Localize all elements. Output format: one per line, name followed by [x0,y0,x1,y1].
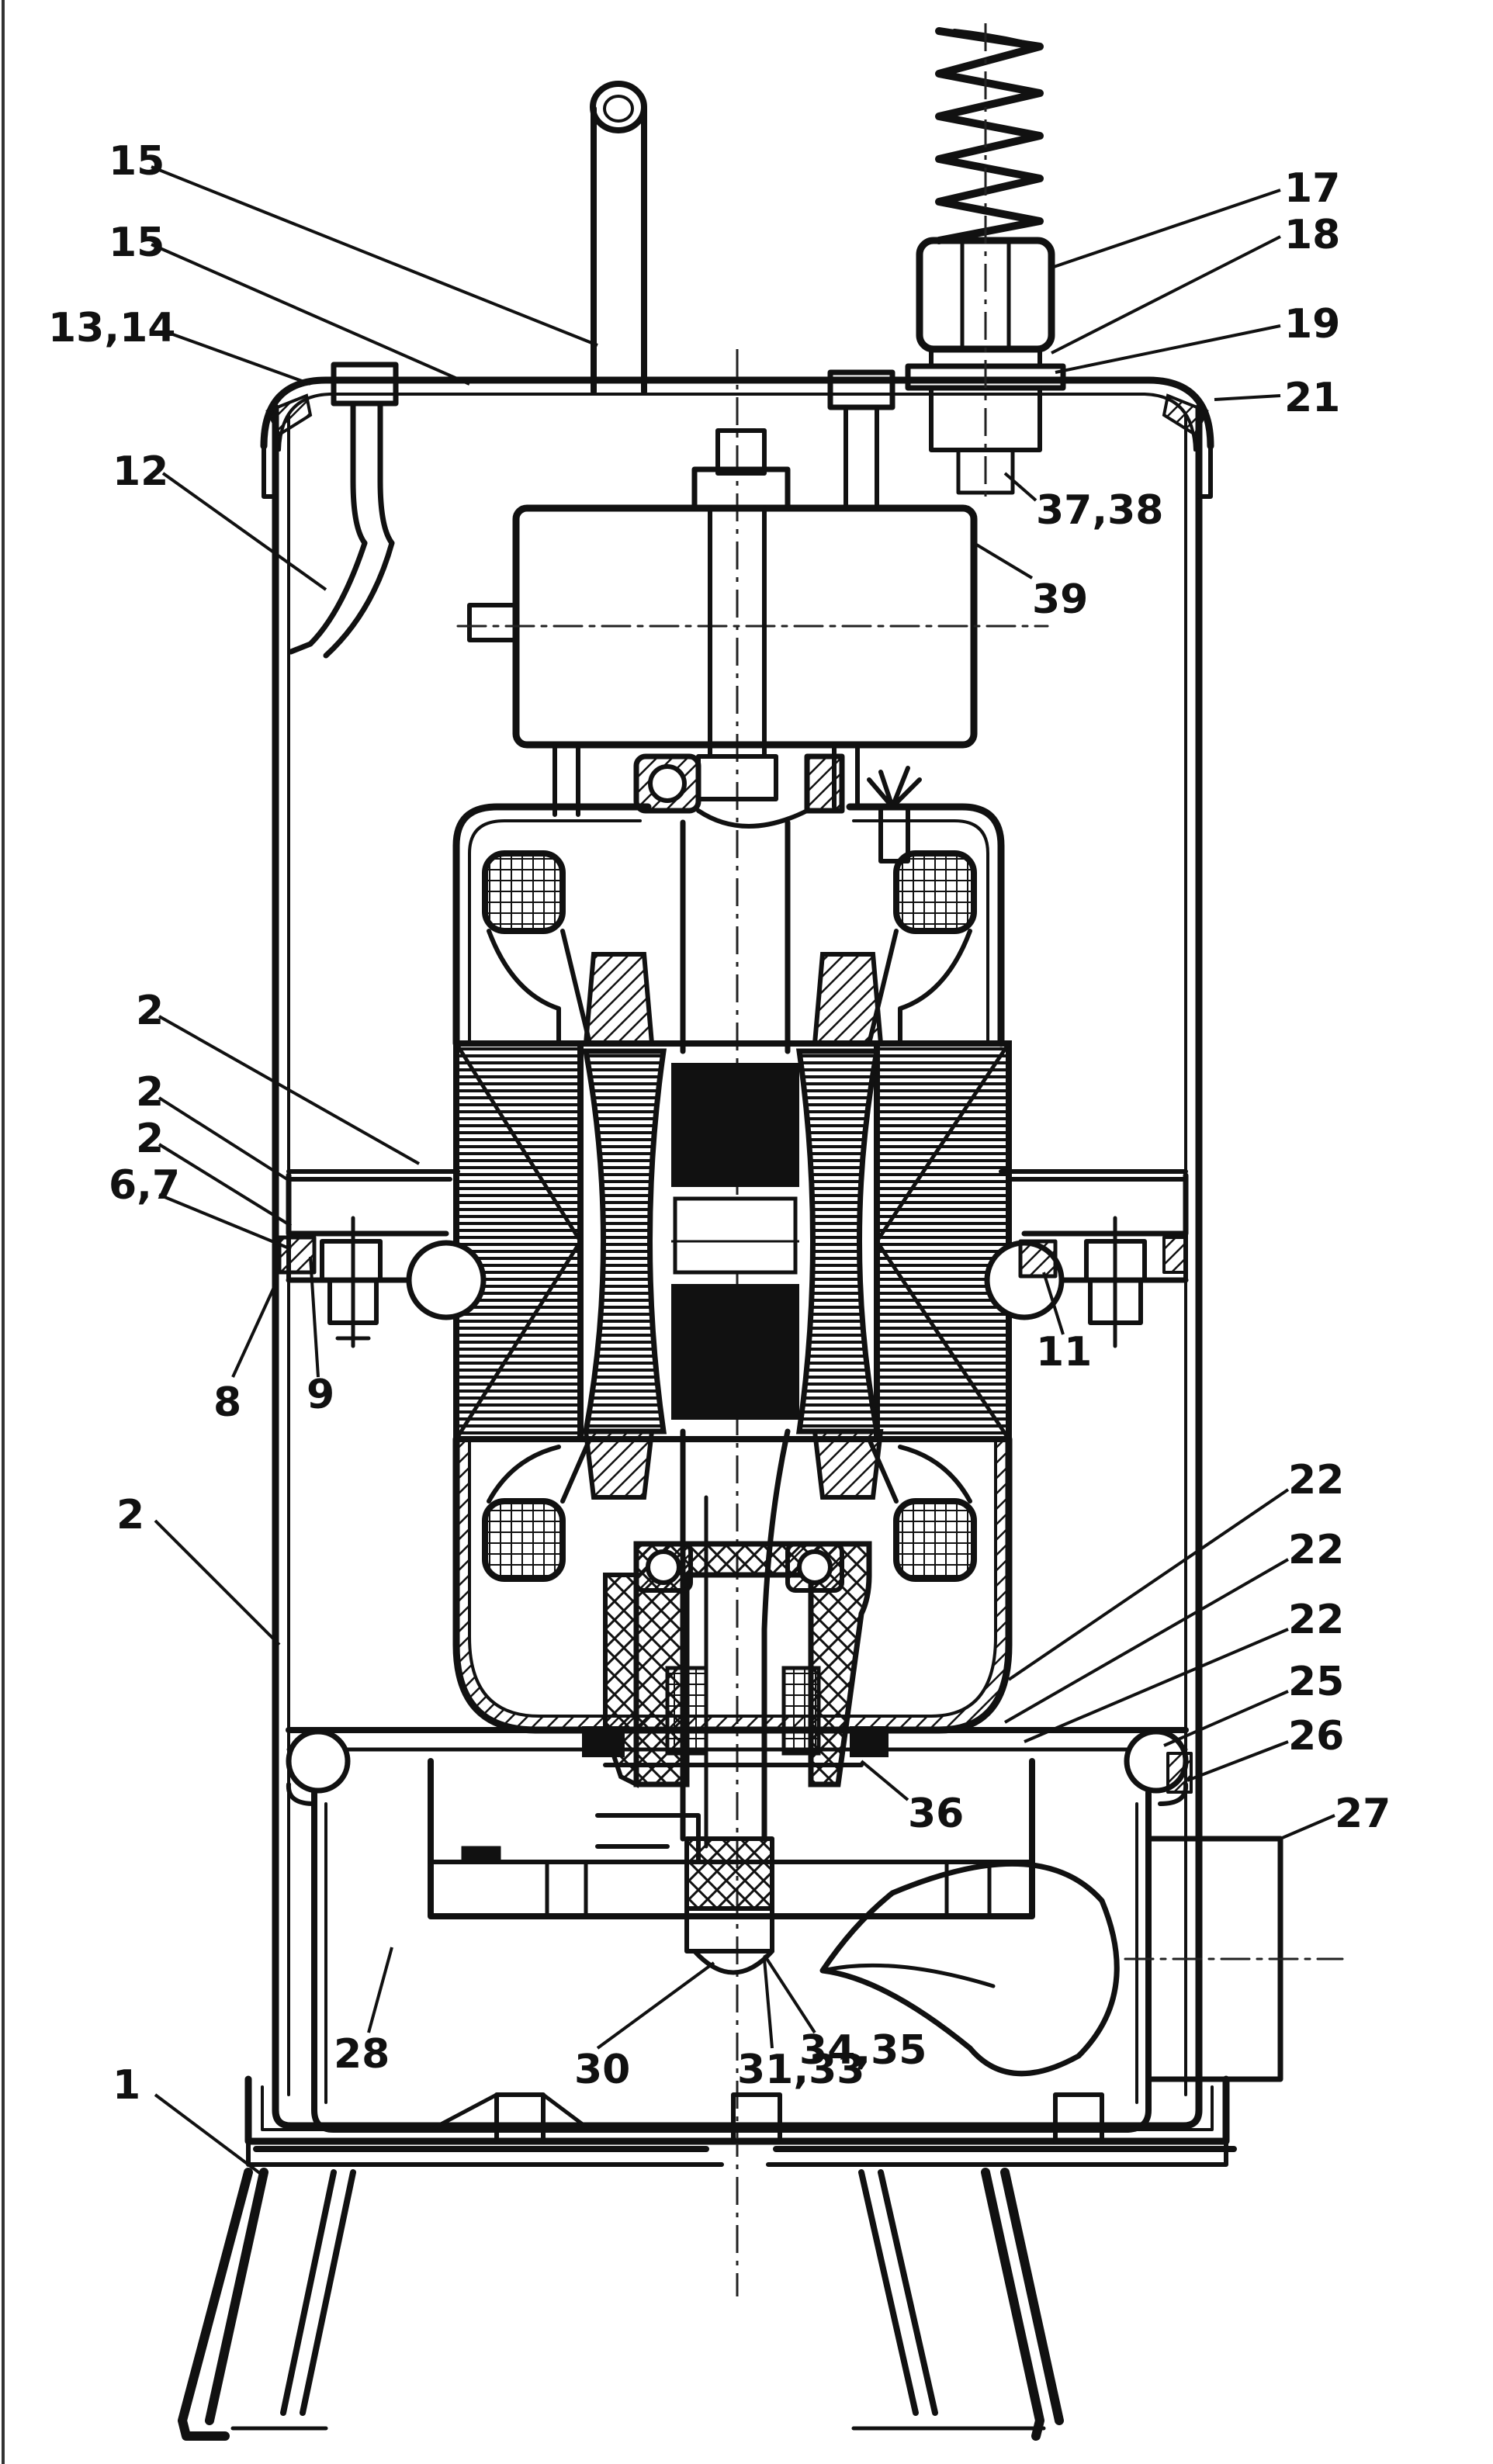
stator-core [453,1040,1012,1442]
callout-22-c: 22 [1288,1597,1344,1643]
callout-13-14: 13,14 [48,305,175,351]
callout-22-b: 22 [1288,1527,1344,1573]
capacitor-39 [456,428,1049,801]
top-left-corner-seal [265,393,313,437]
callout-2-b: 2 [136,1069,164,1116]
callout-18: 18 [1284,212,1340,258]
rotor [582,952,884,1500]
callout-39: 39 [1032,576,1088,623]
callout-12: 12 [113,448,168,495]
callout-15-upper: 15 [109,138,165,185]
callout-2-c: 2 [136,1116,164,1162]
callout-11: 11 [1036,1329,1092,1376]
callout-34-35: 34,35 [799,2027,927,2074]
callout-37-38: 37,38 [1036,487,1163,534]
callout-19: 19 [1284,301,1340,348]
top-right-corner-seal [1162,393,1209,437]
mount-bolt-left [277,1216,383,1348]
separator-plate [286,1727,1193,1806]
callout-22-a: 22 [1288,1457,1344,1504]
leader-lines [151,165,1335,2178]
top-bolts [331,362,895,546]
callout-9: 9 [307,1372,334,1418]
callout-17: 17 [1284,165,1340,212]
callout-8: 8 [213,1379,241,1426]
callout-2-a: 2 [136,988,164,1034]
callout-6-7: 6,7 [109,1162,180,1209]
callout-1: 1 [113,2062,140,2109]
callout-25: 25 [1288,1659,1344,1705]
callout-30: 30 [574,2047,630,2093]
callout-36: 36 [908,1791,964,1837]
callout-26: 26 [1288,1713,1344,1760]
callout-28: 28 [334,2031,390,2078]
mount-bolt-right [1018,1216,1187,1348]
callout-labels: 15 15 13,14 12 17 18 19 21 37,38 39 2 2 … [48,138,1391,2109]
callout-15-lower: 15 [109,220,165,266]
callout-27: 27 [1335,1791,1391,1837]
callout-31-33: 31,33 [737,2047,864,2093]
pump-chamber [311,1758,1344,2133]
end-windings-upper [482,850,977,1046]
shaft-end-nut [684,1836,774,1975]
callout-21: 21 [1284,375,1340,421]
end-windings-lower [482,1437,977,1582]
discharge-tube [590,81,647,395]
base-feet [178,2092,1237,2441]
lower-housing-wall [456,1439,1009,1730]
mounting-bracket [288,540,395,659]
callout-2-d: 2 [116,1492,144,1538]
upper-bearing-housing [553,742,922,863]
impeller-inner [820,1963,996,1988]
